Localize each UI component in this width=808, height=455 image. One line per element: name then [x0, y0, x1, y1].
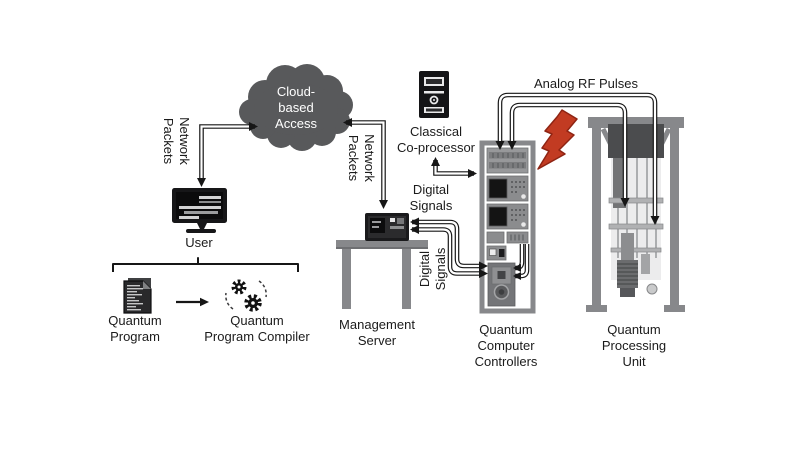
cable-analog-outer	[495, 92, 660, 225]
connector-coprocessor-rack	[431, 157, 477, 178]
cable-rack-internal-1	[513, 244, 525, 272]
bracket	[112, 257, 299, 272]
desktop-monitor-icon	[172, 188, 227, 233]
desktop-tower-icon	[419, 71, 449, 118]
cable-rack-internal-2	[513, 244, 530, 280]
server-on-desk-icon	[336, 213, 428, 309]
cable-analog-inner	[507, 102, 630, 207]
connector-cloud-server	[343, 118, 388, 209]
connector-user-cloud	[197, 122, 258, 187]
lightning-bolt-icon	[537, 109, 578, 170]
dilution-refrigerator-icon	[586, 117, 685, 312]
gears-cycle-icon	[225, 279, 267, 312]
code-document-icon	[123, 278, 152, 314]
equipment-rack-icon	[479, 140, 536, 314]
cable-server-rack-2	[410, 225, 488, 278]
arrow-program-to-compiler	[176, 297, 209, 307]
cable-server-rack-1	[410, 217, 488, 271]
cloud-icon	[239, 64, 353, 151]
